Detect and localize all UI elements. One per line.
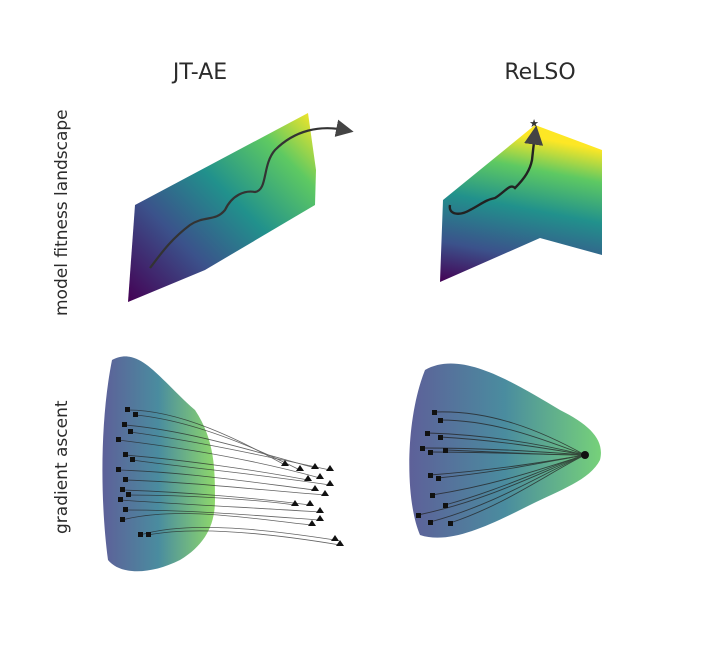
jtae-surface [128,113,316,302]
jtae-start-squares [116,407,151,537]
jtae-trajectory-arrow [149,119,354,269]
peak-star-icon: ★ [529,117,539,130]
jtae-gradient-panel [102,356,344,572]
relso-convergence-point [581,451,589,459]
relso-point-cloud [409,363,601,538]
relso-trajectory-arrow [448,125,544,215]
relso-landscape-panel: ★ [440,117,602,282]
relso-trajectories [417,411,586,524]
relso-gradient-panel [409,363,601,538]
jtae-landscape-panel [128,113,354,302]
column-title-relso: ReLSO [504,60,576,85]
column-title-jtae: JT-AE [172,60,228,85]
relso-start-squares [416,410,453,526]
jtae-trajectories [117,409,341,546]
jtae-end-triangles [281,460,344,546]
relso-surface [440,125,602,282]
